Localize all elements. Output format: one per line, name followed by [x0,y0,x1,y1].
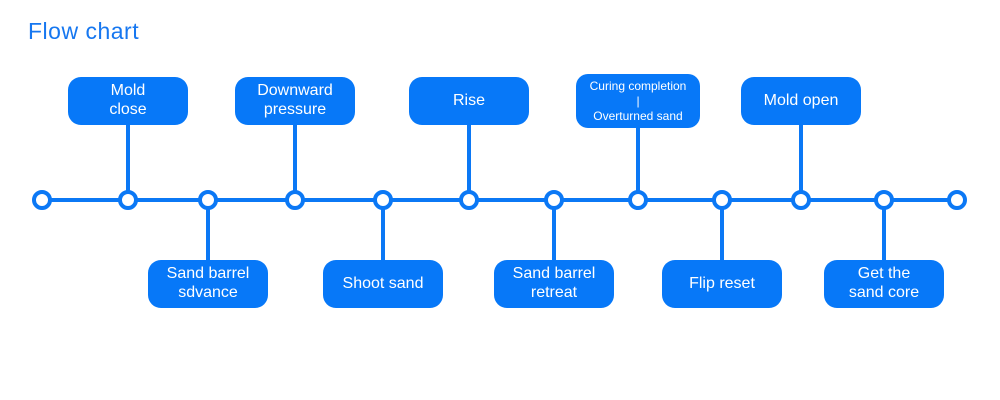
connector-get-sand-core [882,200,886,261]
timeline-node [198,190,218,210]
connector-rise [467,124,471,200]
connector-mold-close [126,124,130,200]
timeline-node [874,190,894,210]
step-box-flip-reset: Flip reset [662,260,782,308]
step-box-mold-close: Mold close [68,77,188,125]
timeline-node [791,190,811,210]
step-label: Flip reset [689,274,755,292]
step-label: Sand barrel sdvance [166,265,250,301]
step-label: Shoot sand [342,274,424,292]
timeline-node [118,190,138,210]
step-box-sand-barrel-advance: Sand barrel sdvance [148,260,268,308]
connector-sand-barrel-advance [206,200,210,261]
timeline-node [628,190,648,210]
connector-sand-barrel-retreat [552,200,556,261]
timeline-node [544,190,564,210]
timeline-node [285,190,305,210]
timeline-node [459,190,479,210]
step-box-get-sand-core: Get the sand core [824,260,944,308]
step-label: Get the sand core [848,265,920,301]
step-box-sand-barrel-retreat: Sand barrel retreat [494,260,614,308]
step-label: Rise [452,91,485,109]
page-title: Flow chart [28,18,140,44]
step-label: Curing completion | Overturned sand [589,78,687,123]
timeline-node-end [947,190,967,210]
step-box-downward-pressure: Downward pressure [235,77,355,125]
step-label: Mold close [109,82,147,118]
connector-mold-open [799,124,803,200]
step-label: Downward pressure [257,82,333,118]
timeline-node [712,190,732,210]
step-box-curing-completion: Curing completion | Overturned sand [576,74,700,128]
connector-curing-completion [636,127,640,200]
step-label: Mold open [763,91,839,109]
step-box-mold-open: Mold open [741,77,861,125]
connector-flip-reset [720,200,724,261]
connector-shoot-sand [381,200,385,261]
timeline-line [42,198,957,202]
step-box-shoot-sand: Shoot sand [323,260,443,308]
timeline-node-start [32,190,52,210]
step-box-rise: Rise [409,77,529,125]
timeline-node [373,190,393,210]
connector-downward-pressure [293,124,297,200]
step-label: Sand barrel retreat [512,265,596,301]
